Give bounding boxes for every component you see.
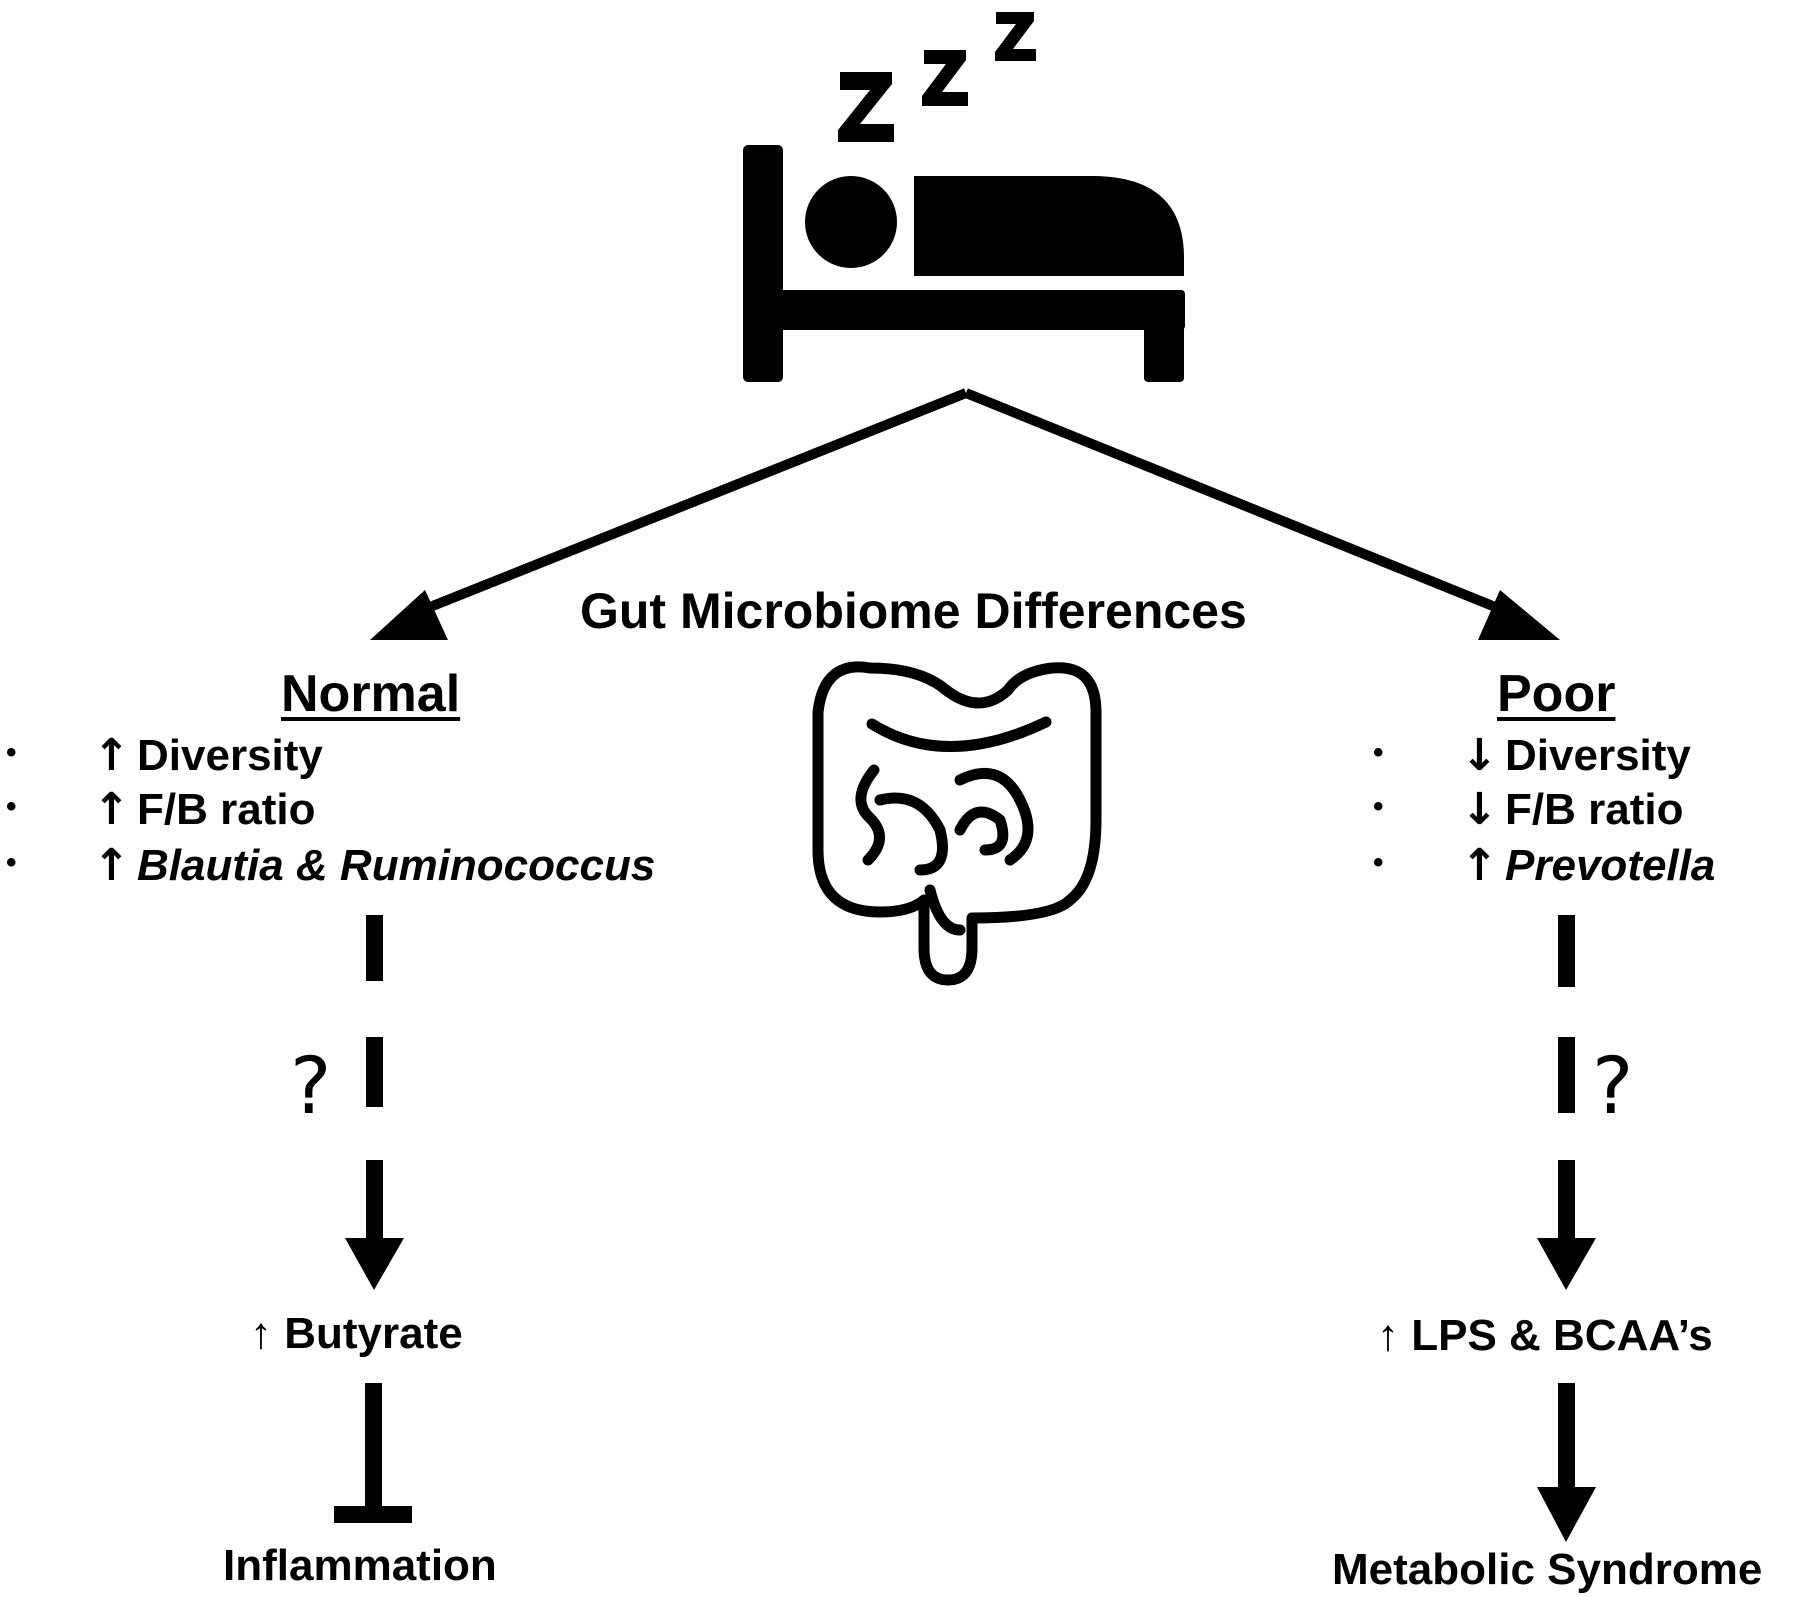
poor-item-3: ↑Prevotella — [1461, 844, 1715, 888]
normal-pathway-connector — [334, 915, 412, 1523]
item-label: F/B ratio — [1505, 785, 1684, 834]
diagram-title: Gut Microbiome Differences — [580, 583, 1247, 639]
normal-heading: Normal — [281, 665, 461, 723]
sleeping-bed-icon — [743, 145, 1185, 382]
bullet: • — [1373, 790, 1384, 823]
item-label: Diversity — [137, 731, 323, 780]
bullet: • — [6, 736, 17, 769]
item-label: Diversity — [1505, 731, 1691, 780]
poor-pathway-connector — [1537, 915, 1596, 1542]
arrow-down-icon: ↓ — [1461, 784, 1498, 835]
normal-outcome: Inflammation — [223, 1541, 497, 1590]
sleep-zzz-icon — [838, 12, 1036, 142]
normal-result: ↑ Butyrate — [250, 1309, 463, 1358]
normal-item-1: ↑Diversity — [93, 734, 323, 778]
poor-question-mark: ? — [1592, 1042, 1634, 1132]
poor-heading: Poor — [1497, 665, 1616, 723]
branch-arrows — [370, 388, 1560, 640]
normal-item-3: ↑Blautia & Ruminococcus — [93, 844, 655, 888]
arrow-up-icon: ↑ — [93, 730, 130, 781]
poor-result: ↑ LPS & BCAA’s — [1377, 1311, 1713, 1360]
item-label: Prevotella — [1505, 841, 1716, 890]
item-label: Blautia & Ruminococcus — [137, 841, 656, 890]
bullet: • — [6, 846, 17, 879]
bullet: • — [1373, 846, 1384, 879]
arrow-down-icon: ↓ — [1461, 730, 1498, 781]
arrow-up-icon: ↑ — [93, 840, 130, 891]
poor-item-1: ↓Diversity — [1461, 734, 1691, 778]
bullet: • — [6, 790, 17, 823]
intestine-icon — [812, 661, 1102, 986]
bullet: • — [1373, 736, 1384, 769]
poor-outcome: Metabolic Syndrome — [1332, 1545, 1763, 1594]
normal-item-2: ↑F/B ratio — [93, 788, 315, 832]
item-label: F/B ratio — [137, 785, 316, 834]
arrow-up-icon: ↑ — [93, 784, 130, 835]
arrow-up-icon: ↑ — [1461, 840, 1498, 891]
poor-item-2: ↓F/B ratio — [1461, 788, 1683, 832]
normal-question-mark: ? — [290, 1042, 332, 1132]
